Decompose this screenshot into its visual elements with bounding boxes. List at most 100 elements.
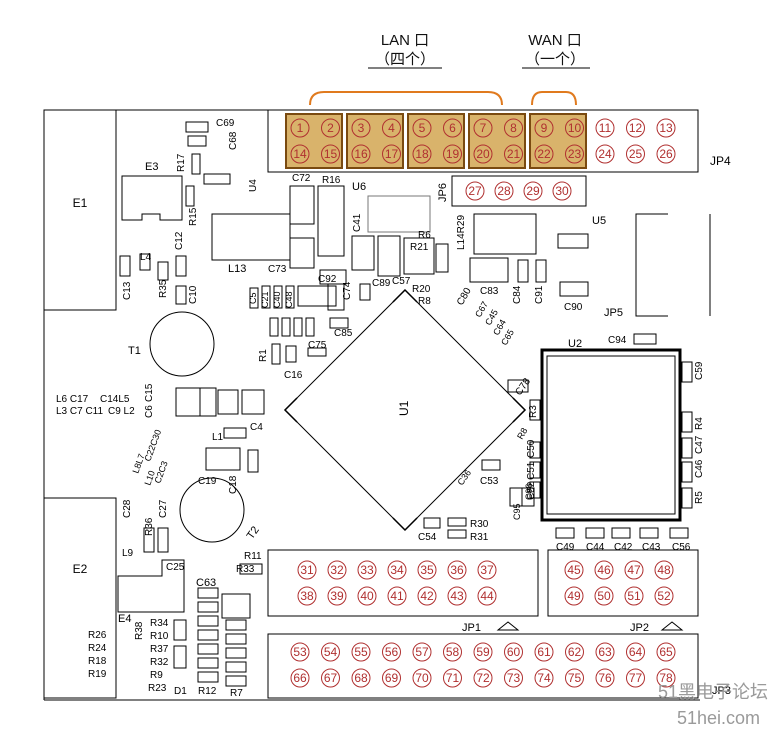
label-c25: C25 [166,562,185,573]
e3-outline [121,175,183,221]
label-c92: C92 [318,274,337,285]
pin-circle [443,642,462,662]
pin-circle [321,668,340,688]
pin-circle [534,118,554,138]
jp6-label: JP6 [437,183,449,202]
pin-circle [290,642,310,662]
pin-circle [594,586,614,606]
pin-number: 51 [627,589,641,603]
e3-label: E3 [145,161,158,173]
label-r5: R5 [694,491,705,504]
jp5-outline [635,213,711,317]
pin-number: 72 [476,671,490,685]
pin-circle [382,118,401,138]
label-r8: R8 [418,296,431,307]
label-l10: L10 [142,469,157,487]
pin-circle [564,586,584,606]
pin-circle [387,560,407,580]
label-c44: C44 [586,542,605,553]
u2-label: U2 [568,338,582,350]
pin-circle [477,586,497,606]
lan-subtitle: （四个） [375,51,435,68]
label-c43: C43 [642,542,661,553]
pin-circle [321,118,340,138]
pin-number: 75 [568,671,582,685]
lan-port-2-highlight [346,113,404,169]
label-c13: C13 [122,281,133,300]
pin-number: 60 [507,645,521,659]
pin-circle [523,181,543,201]
pin-circle [595,642,615,662]
l13-label: L13 [228,263,246,275]
pin-number: 50 [597,589,611,603]
pin-number: 47 [627,563,641,577]
label-r32: R32 [150,657,169,668]
t1-transformer [149,311,215,377]
pin-number: 3 [358,121,365,135]
label-c16: C16 [284,370,303,381]
label-c21: C21 [260,291,270,308]
pin-number: 74 [537,671,551,685]
label-r18: R18 [88,656,107,667]
watermark-line1: 51黑电子论坛 [658,682,768,702]
pin-number: 64 [629,645,643,659]
jp3-label: JP3 [712,685,731,697]
label-c83: C83 [480,286,499,297]
label-c47: C47 [694,435,705,454]
pin-circle [321,642,340,662]
label-r7: R7 [230,688,243,699]
label-c12: C12 [174,231,185,250]
label-c73: C73 [268,264,287,275]
pin-number: 8 [510,121,517,135]
label-r19: R19 [88,669,107,680]
pin-circle [654,560,674,580]
e1-label: E1 [73,196,88,210]
pin-circle [351,642,371,662]
pin-number: 65 [659,645,673,659]
label-c94: C94 [608,335,627,346]
label-c19: C19 [198,476,217,487]
pin-number: 14 [293,147,307,161]
pin-number: 58 [446,645,460,659]
pin-number: 19 [446,147,460,161]
pin-number: 2 [327,121,334,135]
e2-label: E2 [73,562,88,576]
pin-number: 21 [507,147,521,161]
pin-number: 42 [420,589,434,603]
pin-number: 12 [629,121,643,135]
pin-number: 26 [659,147,673,161]
e4-outline [117,559,185,613]
label-r20: R20 [412,284,431,295]
label-c50: C50 [526,439,537,458]
label-r33: R33 [236,564,255,575]
pin-circle [412,144,432,164]
label-l14r29: L14R29 [456,215,467,250]
pin-circle [624,560,644,580]
pin-circle [594,560,614,580]
label-c54: C54 [418,532,437,543]
label-l6c17: L6 C17 [56,394,89,405]
watermark-line2: 51hei.com [677,708,760,728]
pin-circle [465,181,485,201]
wan-title: WAN 口 [528,32,582,49]
pin-number: 20 [476,147,490,161]
label-c2c3: C2C3 [152,460,169,485]
l13-inductor [211,213,291,261]
pin-number: 45 [567,563,581,577]
label-r11: R11 [244,551,262,562]
label-c46: C46 [694,459,705,478]
pin-circle [297,560,317,580]
label-c28: C28 [122,499,133,518]
jp4-outline [267,109,699,173]
label-c41: C41 [352,213,363,232]
e1-block [43,109,117,311]
label-c57: C57 [392,276,411,287]
lan-port-4-highlight [468,113,526,169]
pin-number: 25 [629,147,643,161]
pin-number: 7 [480,121,487,135]
